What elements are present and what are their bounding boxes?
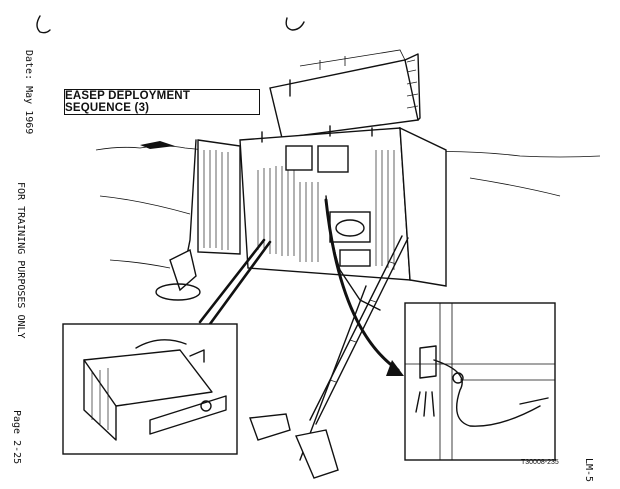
footprint-crater bbox=[155, 283, 201, 301]
figure-reference: T30008-235 bbox=[521, 459, 559, 466]
solar-panel-stowed bbox=[269, 59, 419, 139]
page-number-line: Page 2-25 bbox=[11, 410, 22, 464]
inset-left-equipment bbox=[83, 339, 227, 441]
side-panel bbox=[399, 126, 447, 287]
manual-id: LM-5 bbox=[583, 458, 594, 483]
inset-right-equipment bbox=[405, 303, 555, 460]
astronaut-hand-left bbox=[249, 413, 291, 441]
binder-hole-mark-right bbox=[285, 17, 305, 31]
tether-lines bbox=[198, 238, 272, 326]
date-label: Date: bbox=[23, 50, 34, 81]
training-notice: FOR TRAINING PURPOSES ONLY bbox=[15, 182, 26, 339]
page-label: Page bbox=[11, 410, 22, 435]
open-door bbox=[197, 139, 241, 255]
lunar-horizon bbox=[95, 145, 601, 158]
date-line: Date: May 1969 bbox=[23, 50, 34, 134]
astronaut-hand-right bbox=[295, 429, 339, 479]
detail-arrow bbox=[324, 198, 400, 372]
page-number: 2-25 bbox=[11, 440, 22, 465]
date-value: May 1969 bbox=[23, 86, 34, 135]
inset-detail-right bbox=[404, 302, 556, 461]
document-title: EASEP DEPLOYMENT SEQUENCE (3) bbox=[64, 89, 260, 115]
astronaut-boot bbox=[169, 248, 197, 292]
binder-hole-mark-left bbox=[36, 15, 51, 34]
